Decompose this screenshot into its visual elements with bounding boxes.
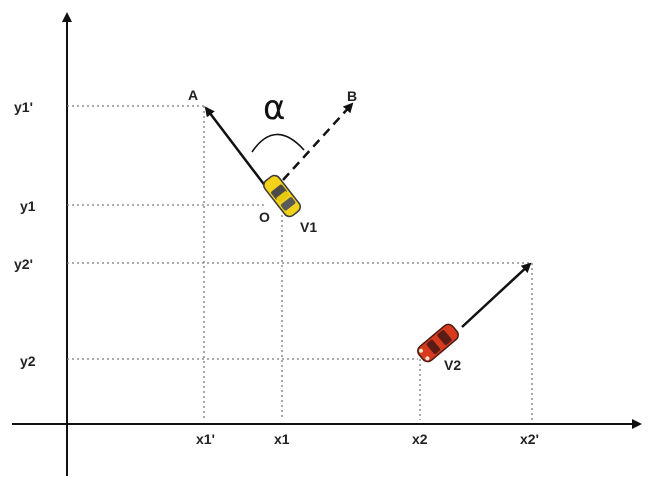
label-vehicle-1: V1: [300, 219, 317, 235]
label-x2: x2: [412, 431, 428, 447]
label-point-b: B: [347, 88, 357, 104]
label-point-a: A: [188, 87, 198, 103]
guide-lines: [67, 105, 533, 420]
vector-a-arrow: [204, 106, 267, 188]
angle-arc: [251, 133, 305, 153]
vector-b-arrow: [282, 102, 354, 181]
label-vehicle-2: V2: [444, 357, 461, 373]
yellow-car-icon: [263, 174, 301, 218]
red-car-icon: [417, 323, 459, 363]
label-y1: y1: [20, 198, 36, 214]
label-y2: y2: [20, 353, 36, 369]
label-angle-alpha: α: [263, 88, 285, 128]
label-x2-prime: x2': [520, 431, 539, 447]
label-y1-prime: y1': [14, 99, 33, 115]
label-origin: O: [259, 209, 270, 225]
label-x1-prime: x1': [196, 431, 215, 447]
label-y2-prime: y2': [14, 256, 33, 272]
label-x1: x1: [274, 431, 290, 447]
vehicle-2-velocity-arrow: [461, 262, 532, 328]
